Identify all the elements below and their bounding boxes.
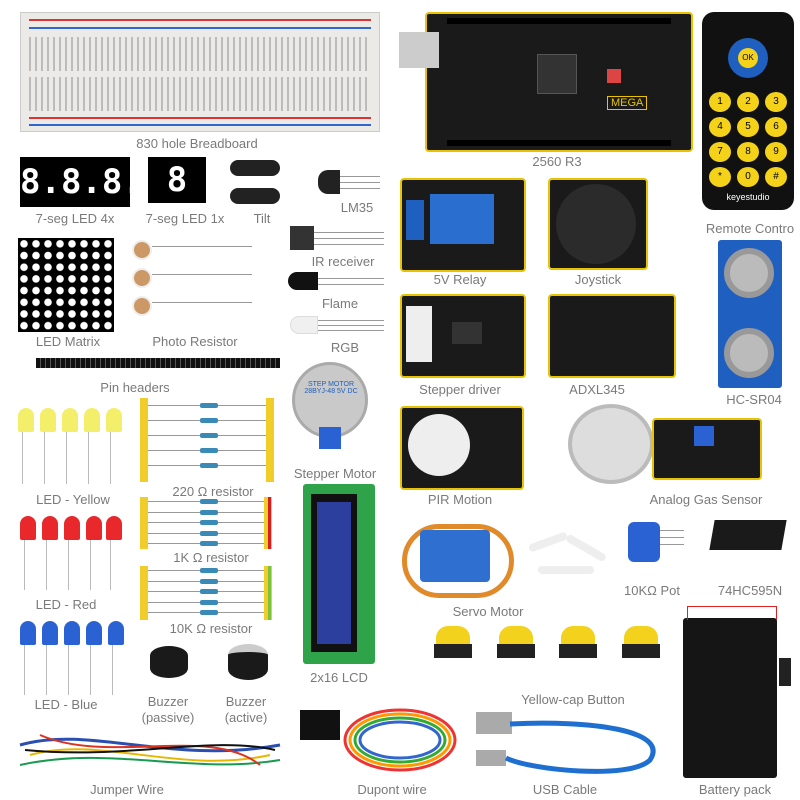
label-stepdrv: Stepper driver [419,382,501,397]
tilt-switch [230,188,280,204]
buzzer-active [228,644,268,680]
remote-key: 9 [765,142,787,162]
label-r10k: 10K Ω resistor [169,621,253,636]
label-r1k: 1K Ω resistor [173,550,249,565]
label-buzza: Buzzer (active) [224,694,268,725]
tilt-switch [230,160,280,176]
label-r220: 220 Ω resistor [172,484,254,499]
label-seg4: 7-seg LED 4x [35,211,115,226]
remote-key: 4 [709,117,731,137]
label-buzzp: Buzzer (passive) [141,694,195,725]
seven-seg-4x: 8.8.8.8 [20,157,163,207]
label-ledy: LED - Yellow [36,492,110,507]
gas-sensor-board [652,418,762,480]
stepper-motor: STEP MOTOR 28BYJ-48 5V DC [292,362,368,449]
label-tilt: Tilt [253,211,271,226]
remote-brand: keyestudio [726,192,770,202]
label-servo: Servo Motor [452,604,524,619]
yellow-cap-button [497,626,535,658]
label-stepmotor: Stepper Motor [293,466,377,481]
photo-resistor [132,296,152,316]
breadboard [20,12,380,132]
label-ic: 74HC595N [717,583,783,598]
servo-motor [402,524,514,598]
label-ledr: LED - Red [35,597,97,612]
lm35-sensor [318,170,340,194]
joystick-module [548,178,648,270]
label-ir: IR receiver [311,254,375,269]
label-flame: Flame [321,296,359,311]
ir-receiver [290,226,314,250]
remote-key: 8 [737,142,759,162]
yellow-cap-button [434,626,472,658]
flame-sensor [288,272,318,290]
servo-motor-body [420,530,490,582]
pir-motion-module [400,406,524,490]
battery-pack [683,606,791,778]
remote-key: 0 [737,167,759,187]
label-breadboard: 830 hole Breadboard [136,136,258,151]
label-remote: Remote Contro [705,221,795,236]
adxl345-module [548,294,676,378]
photo-resistor [132,240,152,260]
remote-key: 5 [737,117,759,137]
remote-control: OK 1 2 3 4 5 6 7 8 9 * 0 # keyestudio [702,12,794,210]
remote-key: 3 [765,92,787,112]
stepper-print: STEP MOTOR 28BYJ-48 5V DC [304,381,358,395]
label-battery: Battery pack [698,782,772,797]
shift-register-ic [709,520,787,550]
label-pins: Pin headers [100,380,170,395]
label-jumper: Jumper Wire [90,782,164,797]
label-button: Yellow-cap Button [521,692,625,707]
led-matrix [18,238,114,332]
seven-seg-1x: 8 [148,157,206,203]
buzzer-passive [150,646,188,678]
potentiometer [628,522,660,562]
yellow-cap-button [559,626,597,658]
label-gas: Analog Gas Sensor [649,492,763,507]
gas-sensor-probe [568,404,654,484]
jumper-wires [19,734,281,766]
remote-key: 7 [709,142,731,162]
relay-module [400,178,526,272]
label-usb: USB Cable [532,782,598,797]
stepper-driver [400,294,526,378]
label-dupont: Dupont wire [357,782,427,797]
label-lm35: LM35 [340,200,374,215]
dupont-wires [300,708,457,772]
label-seg1: 7-seg LED 1x [145,211,225,226]
label-lcd: 2x16 LCD [310,670,368,685]
remote-key: * [709,167,731,187]
remote-key: 1 [709,92,731,112]
label-ledb: LED - Blue [34,697,98,712]
pin-headers [36,358,280,368]
hc-sr04-module [718,240,782,388]
yellow-cap-button [622,626,660,658]
remote-key: 2 [737,92,759,112]
mega-board: MEGA [399,12,693,152]
lcd-display [303,484,375,664]
mega-logo: MEGA [607,96,648,110]
photo-resistor [132,268,152,288]
label-pot: 10KΩ Pot [624,583,680,598]
servo-horns [527,531,608,578]
label-rgb: RGB [330,340,360,355]
label-hcsr: HC-SR04 [726,392,782,407]
label-matrix: LED Matrix [35,334,101,349]
label-pir: PIR Motion [427,492,493,507]
label-joystick: Joystick [574,272,622,287]
rgb-led [290,316,318,334]
label-relay: 5V Relay [433,272,487,287]
label-adxl: ADXL345 [569,382,625,397]
remote-key: 6 [765,117,787,137]
remote-ok-key: OK [738,48,758,68]
remote-key: # [765,167,787,187]
label-mega: 2560 R3 [532,154,582,169]
label-photo: Photo Resistor [152,334,238,349]
usb-cable [476,712,656,774]
